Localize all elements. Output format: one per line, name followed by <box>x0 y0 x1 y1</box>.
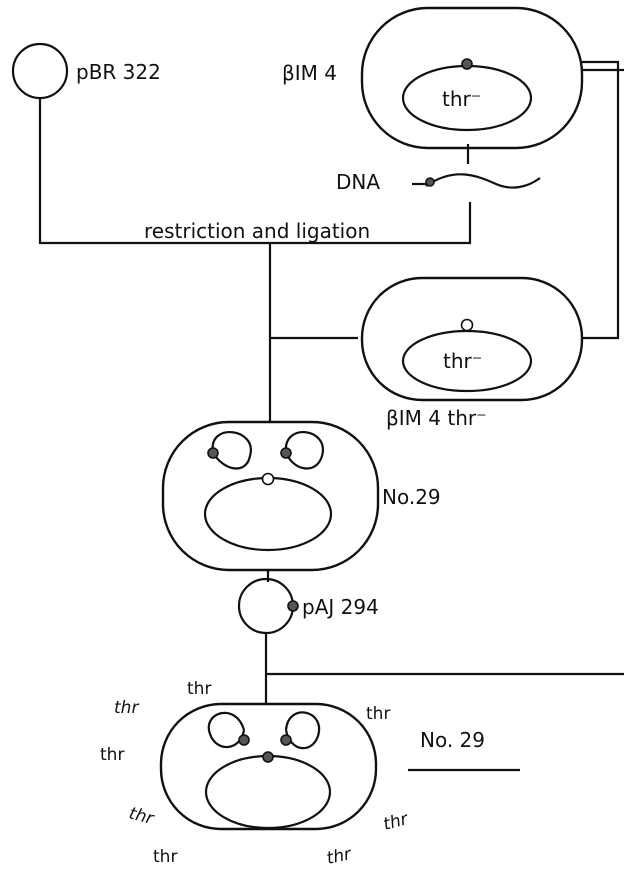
pbr322-label: pBR 322 <box>76 60 161 84</box>
no29-label: No.29 <box>382 485 441 509</box>
thr-label: thr <box>114 698 139 718</box>
bim4-cell <box>362 8 582 148</box>
dna-marker-dot <box>426 178 434 186</box>
thr-label: thr <box>325 844 354 869</box>
thr-label: thr <box>366 704 390 724</box>
no29-left-dot <box>208 448 218 458</box>
final-cell <box>161 704 376 829</box>
no29-right-dot <box>281 448 291 458</box>
paj294-marker-dot <box>288 601 298 611</box>
dna-strand <box>426 174 540 187</box>
no29-cell <box>163 422 378 570</box>
paj294-plasmid-circle <box>239 579 293 633</box>
thr-label: thr <box>100 745 124 765</box>
thr-label: thr <box>153 847 177 867</box>
bim4-thr-minus-caption: βIM 4 thr⁻ <box>386 406 487 430</box>
bim4-thr-minus-label: thr⁻ <box>442 87 481 111</box>
final-left-dot <box>239 735 249 745</box>
no29-open-marker <box>263 474 274 485</box>
dna-label: DNA <box>336 170 380 194</box>
mid-open-marker <box>462 320 473 331</box>
thr-label: thr <box>381 809 411 835</box>
thr-label: thr <box>127 804 157 830</box>
bim4-marker-dot <box>462 59 472 69</box>
final-right-dot <box>281 735 291 745</box>
right-connector-line <box>582 62 618 338</box>
final-center-dot <box>263 752 273 762</box>
paj294-label: pAJ 294 <box>302 595 379 619</box>
bim4-label: βIM 4 <box>282 61 337 85</box>
bim4-thr-minus-cell <box>362 278 582 400</box>
thr-label: thr <box>187 679 211 699</box>
restriction-ligation-label: restriction and ligation <box>144 219 370 243</box>
no29-final-label: No. 29 <box>420 728 485 752</box>
mid-thr-minus-label: thr⁻ <box>443 349 482 373</box>
pbr322-plasmid-circle <box>13 44 67 98</box>
